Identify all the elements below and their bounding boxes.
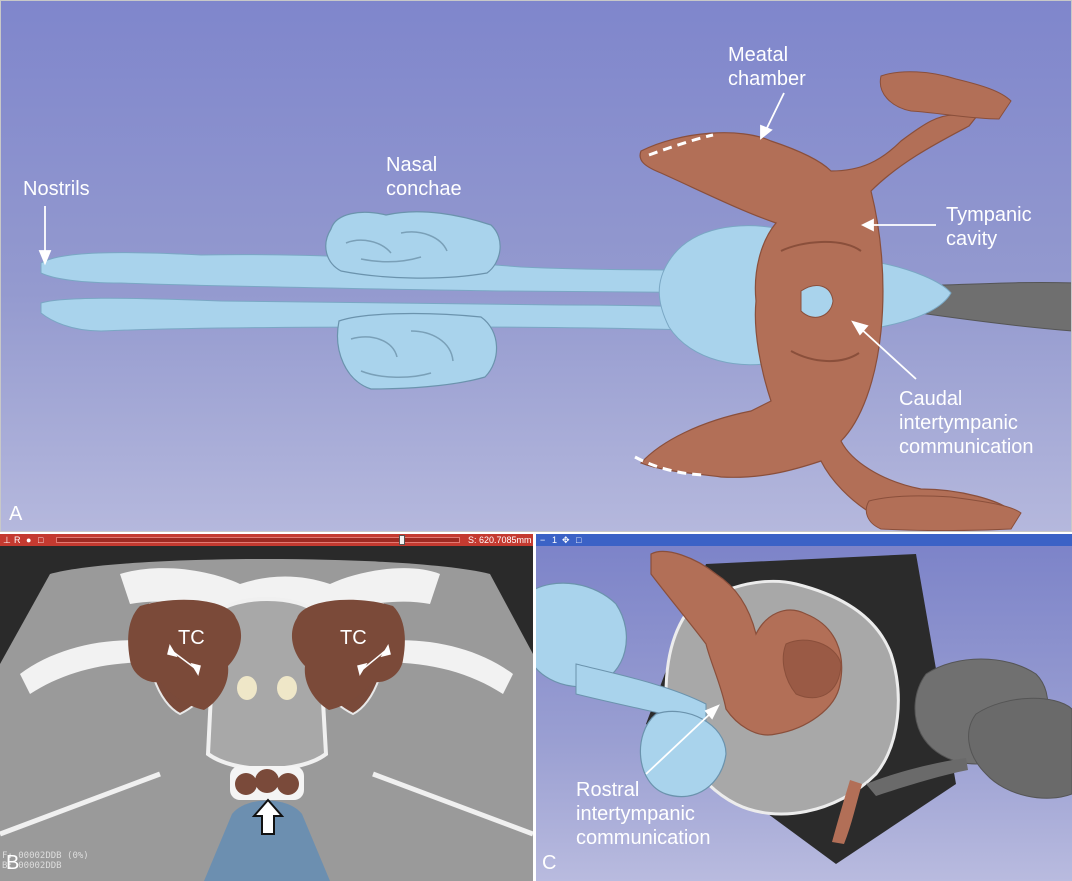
pin-icon[interactable]: ⊥ [3,535,11,545]
ct-slice-render [0,546,533,881]
nasal-conchae-upper [325,211,501,279]
white-up-arrow [251,798,285,835]
overlay-foreground-info: F: 00002DDB (0%) [2,851,89,861]
label-nasal-conchae: Nasal conchae [386,154,462,200]
label-meatal-chamber: Meatal chamber [728,44,806,90]
maximize-icon[interactable]: □ [576,535,582,545]
tc-left-region [128,599,242,710]
label-tympanic-cavity: Tympanic cavity [946,204,1032,250]
label-rostral-intertympanic: Rostral intertympanic communication [576,779,711,849]
label-caudal-intertympanic: Caudal intertympanic communication [899,388,1034,458]
slice-slider[interactable] [56,535,460,545]
slice-toolbar: ⊥ R ● □ S: 620.7085mm [0,534,533,546]
center-view-icon[interactable]: ✥ [562,535,570,545]
slice-position-readout: S: 620.7085mm [468,535,532,545]
tc-right-region [291,599,405,710]
view-toolbar: − 1 ✥ □ [536,534,1072,546]
panel-letter-b: B [6,852,20,874]
view-number: 1 [552,535,558,545]
label-nostrils: Nostrils [23,178,90,200]
pin-icon[interactable]: − [540,535,546,545]
label-tc-right: TC [340,627,367,649]
panel-c-render [536,550,1072,864]
label-tc-left: TC [178,627,205,649]
link-icon[interactable]: ● [26,535,32,545]
panel-b-ct-slice: ⊥ R ● □ S: 620.7085mm TC TC F: 00002DDB … [0,534,533,881]
overlay-background-info: B: 00002DDB [2,861,62,871]
panel-a-3d-view: Nostrils Nasal conchae Meatal chamber Ty… [0,0,1072,532]
slice-orientation-label[interactable]: R [14,535,21,545]
maximize-icon[interactable]: □ [38,535,44,545]
panel-letter-a: A [9,503,23,525]
nasal-conchae-lower [337,312,498,390]
slice-slider-handle[interactable] [399,535,405,545]
panel-c-3d-view: − 1 ✥ □ Rostral intertympanic communicat… [536,534,1072,881]
panel-a-render [38,71,1071,531]
panel-letter-c: C [542,852,557,874]
